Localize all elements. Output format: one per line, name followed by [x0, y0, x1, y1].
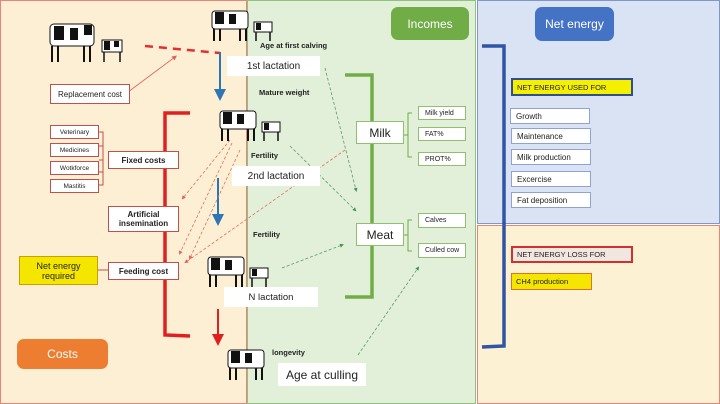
fixed-cost-item: Wotkforce	[50, 161, 99, 175]
energy-loss-header: NET ENERGY LOSS FOR	[511, 246, 633, 263]
replacement-cost-box: Replacement cost	[50, 84, 130, 104]
net-energy-required-box: Net energy required	[19, 256, 98, 285]
lactation-2-box: 2nd lactation	[232, 166, 320, 186]
cow-and-calf-icon	[206, 254, 272, 288]
cow-and-calf-icon	[48, 20, 126, 64]
mature-weight-label: Mature weight	[259, 88, 310, 97]
costs-panel	[0, 0, 247, 404]
milk-income-item: FAT%	[418, 127, 466, 141]
meat-box: Meat	[356, 223, 404, 246]
meat-income-item: Culled cow	[418, 243, 466, 258]
incomes-bracket	[345, 73, 374, 299]
fertility-label: Fertility	[251, 151, 279, 160]
age-first-calving-label: Age at first calving	[260, 41, 328, 50]
net-energy-bracket	[481, 44, 506, 349]
lactation-n-label: N lactation	[248, 291, 294, 303]
lactation-1-label: 1st lactation	[246, 60, 301, 72]
energy-loss-item: CH4 production	[511, 273, 592, 290]
lactation-n-box: N lactation	[224, 287, 318, 307]
replacement-cost-arrow	[127, 55, 178, 93]
fixed-cost-item: Veterinary	[50, 125, 99, 139]
age-culling-box: Age at culling	[278, 363, 366, 386]
milk-box: Milk	[356, 121, 404, 144]
lactation-2-label: 2nd lactation	[247, 170, 305, 182]
fixed-cost-item: Medicines	[50, 143, 99, 157]
energy-used-header: NET ENERGY USED FOR	[511, 78, 633, 96]
fixed-costs-box: Fixed costs	[108, 151, 179, 169]
milk-income-item: PROT%	[418, 152, 466, 166]
age-culling-label: Age at culling	[285, 367, 359, 382]
lactation-1-box: 1st lactation	[227, 56, 320, 76]
net-energy-title: Net energy	[535, 7, 614, 41]
cow-icon	[226, 347, 268, 381]
longevity-label: longevity	[272, 348, 305, 357]
energy-used-item: Fat deposition	[511, 192, 591, 208]
milk-income-item: Milk yield	[418, 106, 466, 120]
incomes-title: Incomes	[391, 7, 469, 40]
meat-income-item: Calves	[418, 213, 466, 228]
replacement-dashed-line	[144, 44, 221, 55]
energy-used-item: Milk production	[511, 149, 591, 165]
costs-title: Costs	[17, 339, 108, 369]
fixed-cost-item: Mastitis	[50, 179, 99, 193]
energy-used-item: Excercise	[511, 171, 591, 187]
cow-and-calf-icon	[218, 108, 284, 142]
cow-and-calf-icon	[210, 8, 276, 42]
artificial-insemination-box: Artificial insemination	[108, 206, 179, 232]
fertility-label: Fertility	[253, 230, 281, 239]
energy-used-item: Maintenance	[511, 128, 591, 144]
energy-used-item: Growth	[510, 108, 590, 124]
feeding-cost-box: Feeding cost	[108, 262, 179, 280]
